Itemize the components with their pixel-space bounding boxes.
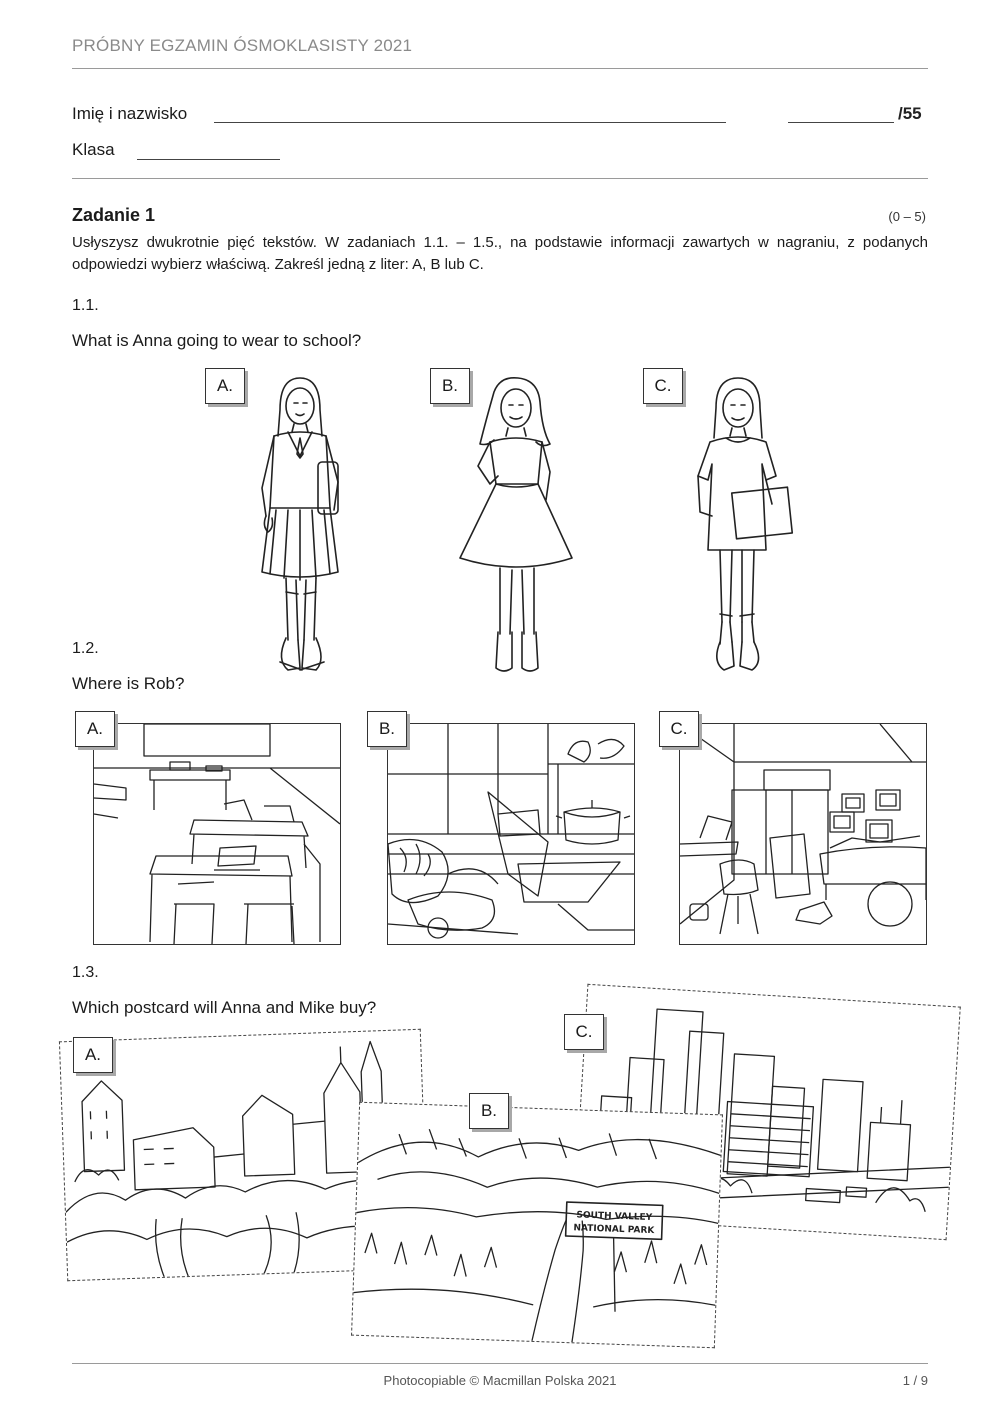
- class-label: Klasa: [72, 140, 115, 159]
- question-number-1-3: 1.3.: [72, 964, 99, 981]
- park-sign-line2: NATIONAL PARK: [573, 1223, 655, 1236]
- page-number: 1 / 9: [902, 1373, 928, 1388]
- name-input-line[interactable]: [214, 122, 726, 123]
- exam-title: PRÓBNY EGZAMIN ÓSMOKLASISTY 2021: [72, 36, 413, 55]
- option-1-2-c[interactable]: C.: [659, 711, 699, 747]
- question-number-1-2: 1.2.: [72, 640, 99, 657]
- header-divider: [72, 68, 928, 69]
- option-1-1-c[interactable]: C.: [643, 368, 683, 404]
- option-1-3-b[interactable]: B.: [469, 1093, 509, 1129]
- classroom-icon: [93, 723, 341, 945]
- girl-tshirt-dress-icon: [680, 372, 810, 692]
- park-sign-line1: SOUTH VALLEY: [576, 1210, 652, 1223]
- option-1-3-c[interactable]: C.: [564, 1014, 604, 1050]
- option-1-2-b[interactable]: B.: [367, 711, 407, 747]
- class-input-line[interactable]: [137, 159, 280, 160]
- question-text-1-2: Where is Rob?: [72, 674, 185, 693]
- option-1-3-a[interactable]: A.: [73, 1037, 113, 1073]
- max-score: /55: [898, 104, 922, 123]
- bedroom-icon: [679, 723, 927, 945]
- national-park-icon: SOUTH VALLEY NATIONAL PARK: [351, 1101, 723, 1349]
- question-text-1-1: What is Anna going to wear to school?: [72, 331, 362, 350]
- copyright-text: Photocopiable © Macmillan Polska 2021: [383, 1373, 617, 1388]
- task-instruction: Usłyszysz dwukrotnie pięć tekstów. W zad…: [72, 234, 928, 273]
- footer-divider: [72, 1363, 928, 1364]
- task-points: (0 – 5): [888, 209, 926, 224]
- kitchen-icon: [387, 723, 635, 945]
- option-1-1-b[interactable]: B.: [430, 368, 470, 404]
- girl-school-uniform-icon: [240, 370, 360, 690]
- option-1-2-a[interactable]: A.: [75, 711, 115, 747]
- question-text-1-3: Which postcard will Anna and Mike buy?: [72, 998, 377, 1017]
- student-divider: [72, 178, 928, 179]
- score-input-line[interactable]: [788, 122, 894, 123]
- task-title: Zadanie 1: [72, 205, 156, 225]
- name-label: Imię i nazwisko: [72, 104, 188, 123]
- girl-dress-icon: [450, 372, 580, 692]
- question-number-1-1: 1.1.: [72, 297, 99, 314]
- option-1-1-a[interactable]: A.: [205, 368, 245, 404]
